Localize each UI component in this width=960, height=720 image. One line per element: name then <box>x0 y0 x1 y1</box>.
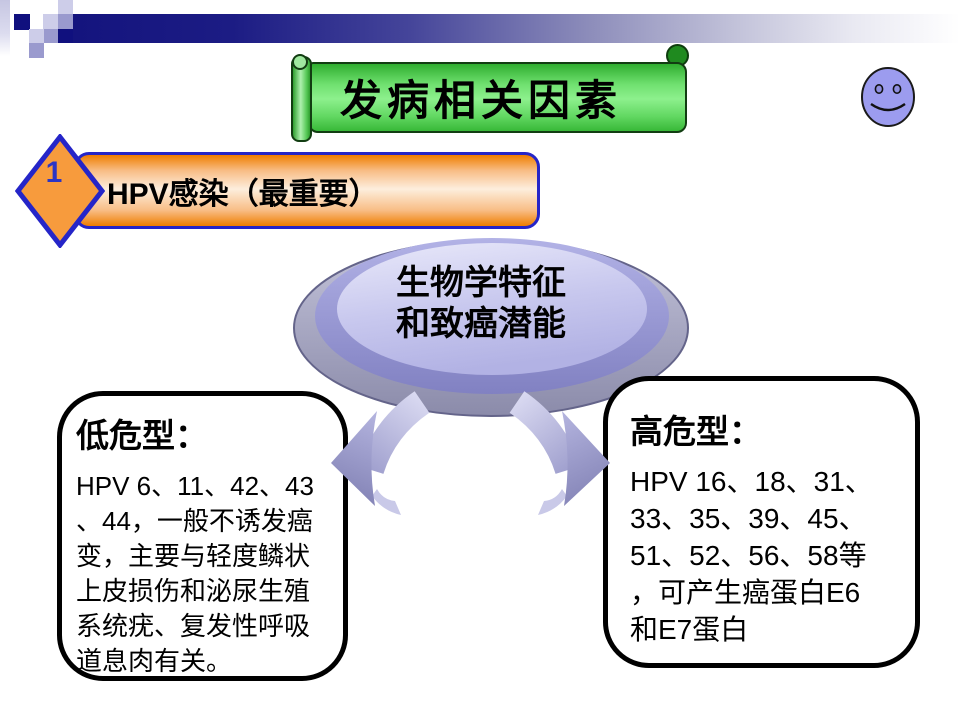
disc-label: 生物学特征 和致癌潜能 <box>396 263 566 344</box>
header-square <box>29 29 44 43</box>
header-square <box>58 0 73 15</box>
point-banner: HPV感染（最重要） <box>74 152 540 229</box>
center-disc <box>293 238 689 417</box>
smiley-face-icon <box>861 67 915 127</box>
header-square <box>43 14 58 29</box>
header-square <box>58 14 73 29</box>
low-risk-body: HPV 6、11、42、43 、44，一般不诱发癌 变，主要与轻度鳞状 上皮损伤… <box>76 471 314 676</box>
header-square <box>29 43 44 58</box>
high-risk-body: HPV 16、18、31、 33、35、39、45、 51、52、56、58等 … <box>630 466 873 645</box>
low-risk-box: 低危型： HPV 6、11、42、43 、44，一般不诱发癌 变，主要与轻度鳞状… <box>57 391 348 681</box>
left-arrow-tail <box>372 489 401 515</box>
high-risk-box: 高危型： HPV 16、18、31、 33、35、39、45、 51、52、56… <box>603 376 920 668</box>
header-square <box>14 14 30 30</box>
header-gradient-bar <box>73 14 960 43</box>
point-number-diamond: 1 <box>15 134 105 248</box>
high-risk-title: 高危型： <box>630 413 762 450</box>
title-scroll-banner: 发病相关因素 <box>308 62 687 133</box>
point-number: 1 <box>46 156 63 189</box>
low-risk-title: 低危型： <box>76 417 208 454</box>
header-square <box>58 29 73 43</box>
header-square <box>44 29 58 43</box>
page-title: 发病相关因素 <box>340 76 623 125</box>
scroll-roll-curl-icon <box>292 54 308 70</box>
right-arrow-tail <box>538 489 567 515</box>
point-banner-label: HPV感染（最重要） <box>107 177 379 211</box>
header-side-strip <box>0 0 10 56</box>
